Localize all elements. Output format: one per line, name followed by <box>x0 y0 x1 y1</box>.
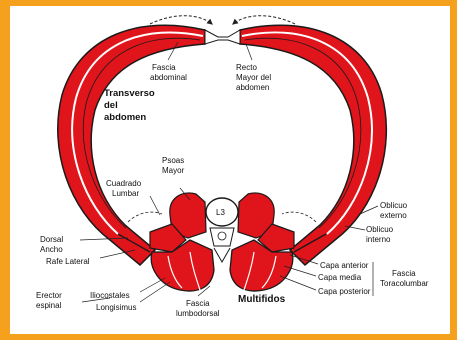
svg-text:del: del <box>104 100 118 111</box>
linea-alba <box>205 30 240 44</box>
label-transverso: Transverso del abdomen <box>104 88 155 123</box>
spinal-canal <box>218 232 226 240</box>
dashed-curve-left <box>128 212 162 222</box>
label-dorsal-ancho: Dorsal Ancho <box>40 235 63 254</box>
svg-text:abdomen: abdomen <box>236 83 269 92</box>
svg-text:Psoas: Psoas <box>162 156 184 165</box>
dashed-curve-right <box>282 212 316 222</box>
svg-text:interno: interno <box>366 235 391 244</box>
label-fascia-toracolumbar: Fascia Toracolumbar <box>380 269 429 288</box>
svg-text:Mayor: Mayor <box>162 166 185 175</box>
label-fascia-abdominal: Fascia abdominal <box>150 63 187 82</box>
svg-text:espinal: espinal <box>36 301 62 310</box>
diagram-panel: Fascia abdominal Recto Mayor del abdomen… <box>10 6 450 334</box>
label-fascia-lumbodorsal: Fascia lumbodorsal <box>176 299 220 318</box>
svg-text:Oblicuo: Oblicuo <box>380 201 408 210</box>
label-capa-posterior: Capa posterior <box>318 287 371 296</box>
label-longisimus: Longisimus <box>96 303 136 312</box>
label-capa-anterior: Capa anterior <box>320 261 369 270</box>
label-psoas: Psoas Mayor <box>162 156 185 175</box>
svg-text:lumbodorsal: lumbodorsal <box>176 309 220 318</box>
svg-text:Fascia: Fascia <box>392 269 416 278</box>
svg-text:Cuadrado: Cuadrado <box>106 179 142 188</box>
label-cuadrado: Cuadrado Lumbar <box>106 179 142 198</box>
label-iliocostales: Iliocostales <box>90 291 130 300</box>
label-capa-media: Capa media <box>318 273 362 282</box>
label-oblicuo-interno: Oblicuo interno <box>366 225 394 244</box>
svg-text:Toracolumbar: Toracolumbar <box>380 279 429 288</box>
label-recto-mayor: Recto Mayor del abdomen <box>236 63 271 92</box>
label-multifidos: Multifidos <box>238 294 286 305</box>
svg-text:Dorsal: Dorsal <box>40 235 63 244</box>
svg-text:Transverso: Transverso <box>104 88 155 99</box>
svg-text:Lumbar: Lumbar <box>112 189 139 198</box>
spinous-process <box>214 248 230 262</box>
svg-text:Fascia: Fascia <box>186 299 210 308</box>
svg-text:abdomen: abdomen <box>104 112 146 123</box>
svg-text:Mayor del: Mayor del <box>236 73 271 82</box>
label-erector-espinal: Erector espinal <box>36 291 62 310</box>
svg-text:Oblicuo: Oblicuo <box>366 225 394 234</box>
label-rafe-lateral: Rafe Lateral <box>46 257 90 266</box>
svg-text:Ancho: Ancho <box>40 245 63 254</box>
label-oblicuo-externo: Oblicuo externo <box>380 201 408 220</box>
label-vertebra: L3 <box>216 208 225 217</box>
top-left-arrow <box>150 16 212 24</box>
top-right-arrow <box>233 16 295 24</box>
svg-text:Fascia: Fascia <box>152 63 176 72</box>
svg-text:Recto: Recto <box>236 63 257 72</box>
abdominal-cross-section-diagram: Fascia abdominal Recto Mayor del abdomen… <box>10 6 450 334</box>
svg-text:externo: externo <box>380 211 407 220</box>
svg-text:Erector: Erector <box>36 291 62 300</box>
svg-text:abdominal: abdominal <box>150 73 187 82</box>
